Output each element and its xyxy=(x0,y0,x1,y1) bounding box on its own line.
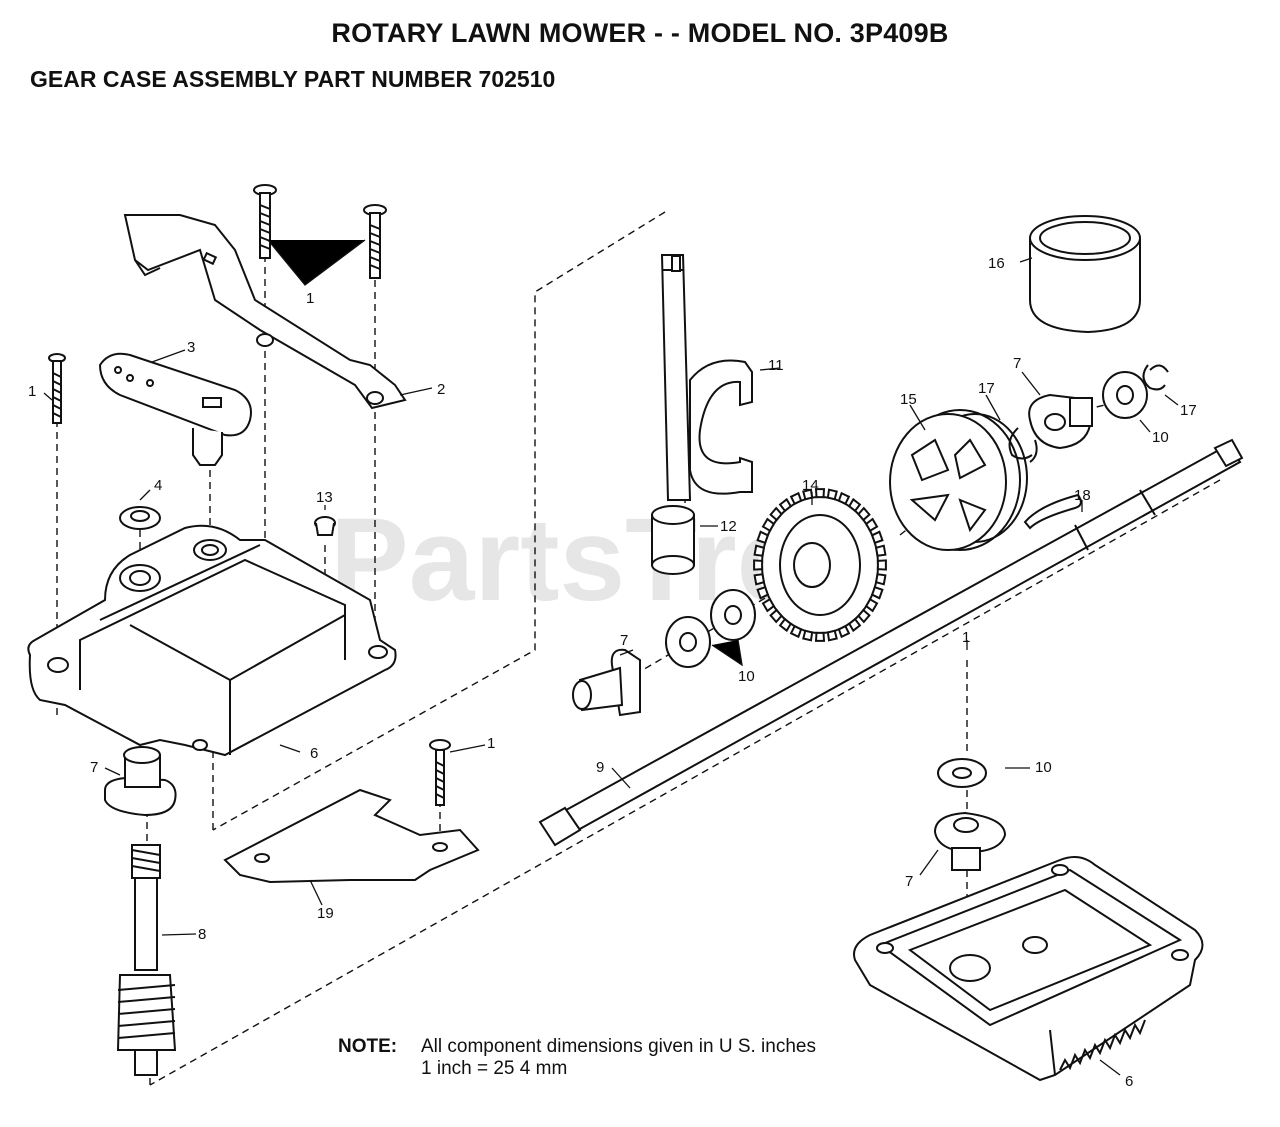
bushing-part-7-right-upper xyxy=(1028,393,1093,450)
gear-tooth xyxy=(802,629,814,642)
gear-part-14 xyxy=(753,488,887,642)
gear-tooth xyxy=(761,517,776,533)
gear-tooth xyxy=(870,585,884,600)
plug-part-13 xyxy=(314,516,336,596)
lower-gear-case-part-6 xyxy=(853,855,1204,1082)
callout-10: 10 xyxy=(738,668,755,685)
upper-gear-case-part-6 xyxy=(27,524,397,757)
gear-tooth xyxy=(837,491,851,506)
callout-labels: 1 1 1 1 2 3 4 6 6 7 7 7 7 8 9 10 10 10 1… xyxy=(28,255,1197,1090)
callout-19: 19 xyxy=(317,905,334,922)
gear-tooth xyxy=(789,624,803,639)
callout-7: 7 xyxy=(1013,355,1021,372)
callout-11: 11 xyxy=(768,357,784,374)
gear-tooth xyxy=(876,559,887,571)
gear-tooth xyxy=(864,517,879,533)
gear-tooth xyxy=(857,506,871,522)
note-line-1: All component dimensions given in U S. i… xyxy=(421,1036,816,1057)
callout-9: 9 xyxy=(596,759,604,776)
gear-tooth xyxy=(847,497,862,513)
callout-8: 8 xyxy=(198,926,206,943)
callout-1: 1 xyxy=(487,735,495,752)
callout-10: 10 xyxy=(1152,429,1169,446)
bushing-part-7-lower-right xyxy=(933,811,1007,871)
washer-part-10 xyxy=(665,371,1148,788)
callout-6: 6 xyxy=(310,745,318,762)
callout-18: 18 xyxy=(1074,487,1091,504)
callout-2: 2 xyxy=(437,381,445,398)
shift-fork-part-11 xyxy=(660,254,753,501)
gasket-part-19 xyxy=(223,788,480,884)
worm-shaft-part-8 xyxy=(116,844,177,1076)
gear-tooth xyxy=(847,617,862,633)
gear-tooth xyxy=(874,544,887,557)
callout-16: 16 xyxy=(988,255,1005,272)
leader-lines xyxy=(43,239,1179,1076)
gear-tooth xyxy=(778,497,793,513)
clutch-part-15 xyxy=(889,409,1028,551)
gear-tooth xyxy=(778,617,793,633)
note-label: NOTE: xyxy=(338,1036,398,1057)
gear-tooth xyxy=(789,491,803,506)
bushing-part-7-left xyxy=(104,746,177,817)
key-part-18 xyxy=(1023,493,1082,530)
note-text: All component dimensions given in U S. i… xyxy=(421,1036,816,1080)
bracket-part-2 xyxy=(123,214,407,410)
gear-tooth xyxy=(756,530,770,545)
lever-part-3 xyxy=(98,352,252,466)
gear-tooth xyxy=(857,608,871,624)
callout-6: 6 xyxy=(1125,1073,1133,1090)
callout-3: 3 xyxy=(187,339,195,356)
gear-tooth xyxy=(753,544,766,557)
gear-tooth xyxy=(874,573,887,586)
gear-tooth xyxy=(756,585,770,600)
callout-7: 7 xyxy=(905,873,913,890)
callout-12: 12 xyxy=(720,518,737,535)
gear-tooth xyxy=(761,597,776,613)
gear-tooth xyxy=(837,624,851,639)
axle-shaft-part-9 xyxy=(538,438,1244,847)
gear-tooth xyxy=(753,559,764,571)
gear-tooth xyxy=(769,506,783,522)
bearing-cup-part-16 xyxy=(1029,215,1141,334)
gear-tooth xyxy=(870,530,884,545)
callout-17: 17 xyxy=(978,380,995,397)
screw-part-1 xyxy=(48,184,451,806)
callout-1: 1 xyxy=(306,290,314,307)
callout-7: 7 xyxy=(620,632,628,649)
gear-tooth xyxy=(769,608,783,624)
gear-tooth xyxy=(814,631,826,642)
washer-part-4 xyxy=(119,506,161,530)
clip-part-17 xyxy=(1008,364,1169,463)
callout-7: 7 xyxy=(90,759,98,776)
gear-tooth xyxy=(864,597,879,613)
gear-tooth xyxy=(753,573,766,586)
gear-tooth xyxy=(826,629,838,642)
callout-1: 1 xyxy=(28,383,36,400)
note-line-2: 1 inch = 25 4 mm xyxy=(421,1058,568,1079)
callout-10: 10 xyxy=(1035,759,1052,776)
callout-15: 15 xyxy=(900,391,917,408)
callout-17: 17 xyxy=(1180,402,1197,419)
callout-13: 13 xyxy=(316,489,333,506)
callout-1: 1 xyxy=(962,629,970,646)
diagram-title: ROTARY LAWN MOWER - - MODEL NO. 3P409B xyxy=(331,18,949,48)
sleeve-part-12 xyxy=(651,505,695,575)
gear-tooth xyxy=(814,488,826,499)
diagram-subtitle: GEAR CASE ASSEMBLY PART NUMBER 702510 xyxy=(30,66,556,92)
bushing-part-7-shaft-end xyxy=(572,648,641,717)
callout-14: 14 xyxy=(802,477,819,494)
gear-tooth xyxy=(802,488,814,501)
gear-tooth xyxy=(826,488,838,501)
callout-4: 4 xyxy=(154,477,162,494)
